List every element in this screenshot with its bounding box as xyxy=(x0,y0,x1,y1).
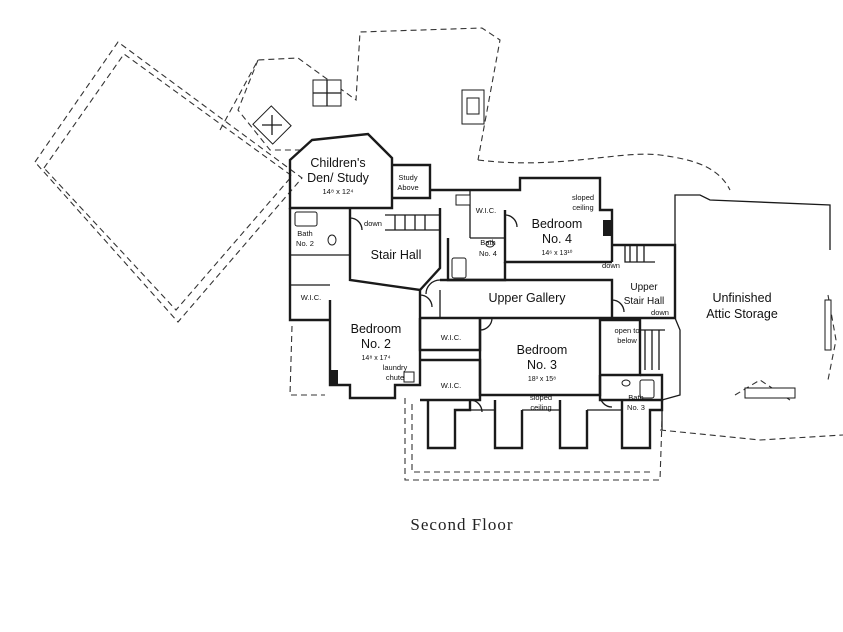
bedroom-3-dims: 18³ x 15⁸ xyxy=(528,376,556,383)
stair-hall-label: Stair Hall xyxy=(371,248,422,262)
bedroom-2-label-1: Bedroom xyxy=(351,322,402,336)
bath-2-label-2: No. 2 xyxy=(296,239,314,248)
fixtures xyxy=(294,194,655,399)
sloped-ceiling-1-label-1: sloped xyxy=(572,193,594,202)
sloped-ceiling-2-label-1: sloped xyxy=(530,393,552,402)
study-above-label-1: Study xyxy=(398,173,417,182)
bedroom-3-label-1: Bedroom xyxy=(517,343,568,357)
laundry-chute-label-1: laundry xyxy=(383,363,408,372)
bath-3-label-2: No. 3 xyxy=(627,403,645,412)
den-label-1: Children's xyxy=(310,156,365,170)
upper-stair-hall-label-2: Stair Hall xyxy=(624,296,665,307)
den-label-2: Den/ Study xyxy=(307,171,370,185)
room-labels: Children's Den/ Study 14⁸ x 12⁴ Study Ab… xyxy=(296,156,778,412)
open-to-below-label-2: below xyxy=(617,336,637,345)
skylight-symbols xyxy=(252,79,485,145)
door-swings xyxy=(349,214,625,413)
den-dims: 14⁸ x 12⁴ xyxy=(323,187,354,196)
study-above-label-2: Above xyxy=(397,183,418,192)
wic-2-label: W.I.C. xyxy=(476,206,496,215)
bedroom-4-label-1: Bedroom xyxy=(532,217,583,231)
bath-4-label-2: No. 4 xyxy=(479,249,497,258)
bedroom-4-dims: 14⁶ x 13¹⁰ xyxy=(542,249,573,257)
floor-caption: Second Floor xyxy=(410,515,513,534)
stair-down-note-1: down xyxy=(364,219,382,228)
walls xyxy=(288,132,832,450)
wic-1-label: W.I.C. xyxy=(301,293,321,302)
bedroom-2-dims: 14⁸ x 17⁴ xyxy=(362,355,391,362)
bath-3-label-1: Bath xyxy=(628,393,643,402)
stair-down-note-3: down xyxy=(651,308,669,317)
wic-3-label: W.I.C. xyxy=(441,333,461,342)
upper-gallery-label: Upper Gallery xyxy=(488,291,566,305)
sloped-ceiling-1-label-2: ceiling xyxy=(572,203,593,212)
bedroom-2-label-2: No. 2 xyxy=(361,337,391,351)
sloped-ceiling-2-label-2: ceiling xyxy=(530,403,551,412)
wic-4-label: W.I.C. xyxy=(441,381,461,390)
bedroom-4-label-2: No. 4 xyxy=(542,232,572,246)
bath-4-label-1: Bath xyxy=(480,238,495,247)
attic-storage-label-1: Unfinished xyxy=(712,291,771,305)
open-to-below-label-1: open to xyxy=(614,326,639,335)
bedroom-3-label-2: No. 3 xyxy=(527,358,557,372)
laundry-chute-label-2: chute xyxy=(386,373,404,382)
upper-stair-hall-label-1: Upper xyxy=(630,282,658,293)
attic-storage-label-2: Attic Storage xyxy=(706,307,778,321)
bath-2-label-1: Bath xyxy=(297,229,312,238)
stair-down-note-2: down xyxy=(602,261,620,270)
